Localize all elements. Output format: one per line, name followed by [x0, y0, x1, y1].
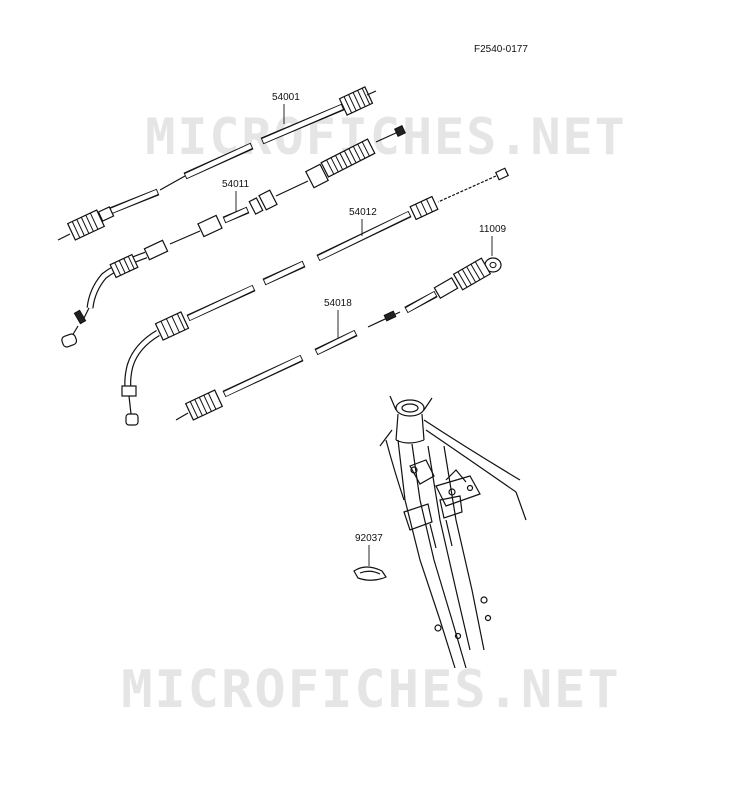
- part-label-54018[interactable]: 54018: [324, 298, 352, 309]
- part-label-54001[interactable]: 54001: [272, 92, 300, 103]
- part-label-92037[interactable]: 92037: [355, 533, 383, 544]
- part-label-54011[interactable]: 54011: [222, 179, 250, 190]
- frame-section: [379, 395, 527, 669]
- cable-54018: [175, 257, 492, 421]
- leader-lines: [235, 104, 493, 566]
- clamp-92037: [353, 566, 387, 581]
- cable-54011: [61, 125, 406, 348]
- cable-54012: [121, 167, 510, 426]
- cable-54001: [57, 86, 377, 241]
- figure-id: F2540-0177: [474, 44, 528, 55]
- washer-11009: [484, 257, 502, 273]
- part-label-11009[interactable]: 11009: [479, 224, 507, 235]
- part-label-54012[interactable]: 54012: [349, 207, 377, 218]
- watermark-bottom: MICROFICHES.NET: [121, 660, 621, 720]
